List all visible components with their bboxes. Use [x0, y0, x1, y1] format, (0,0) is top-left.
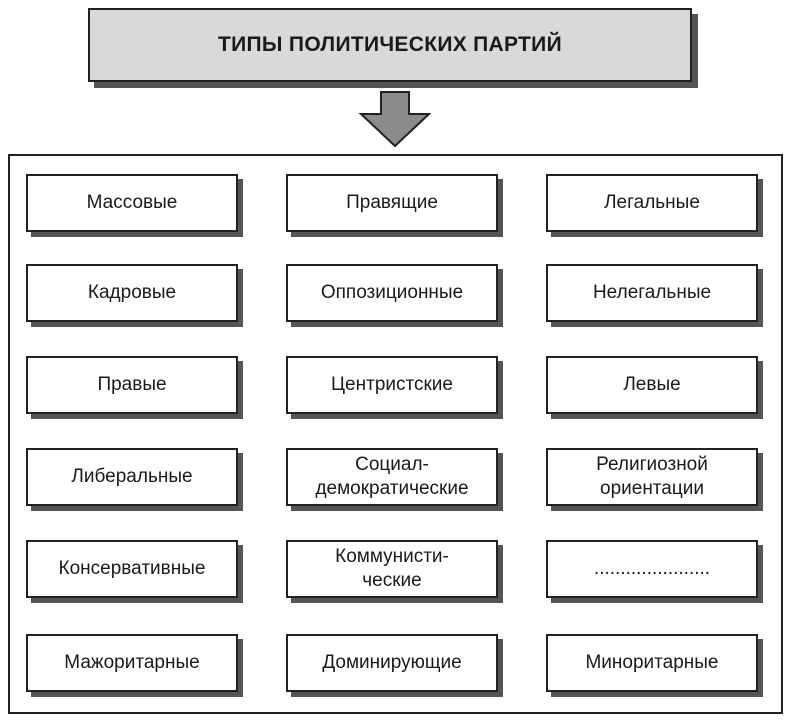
party-type-label: Оппозиционные — [320, 282, 464, 303]
party-type-box: Религиозной ориентации — [546, 448, 758, 506]
party-type-label: Коммунисти- ческие — [335, 546, 449, 591]
party-type-box: ...................... — [546, 540, 758, 598]
party-type-label: Нелегальные — [592, 282, 712, 303]
party-type-box: Социал- демократические — [286, 448, 498, 506]
party-type-label: Массовые — [86, 192, 178, 213]
party-type-label: Центристские — [331, 374, 453, 395]
party-type-label: Либеральные — [71, 466, 193, 487]
party-type-box: Миноритарные — [546, 634, 758, 692]
party-type-label: Социал- демократические — [315, 454, 469, 499]
party-type-label: Кадровые — [87, 282, 177, 303]
party-type-label: Миноритарные — [585, 652, 719, 673]
party-type-label: Религиозной ориентации — [596, 454, 708, 499]
party-type-box: Центристские — [286, 356, 498, 414]
party-type-box: Либеральные — [26, 448, 238, 506]
party-type-label: ...................... — [593, 558, 711, 579]
party-type-box: Нелегальные — [546, 264, 758, 322]
diagram-title-box: ТИПЫ ПОЛИТИЧЕСКИХ ПАРТИЙ — [88, 8, 692, 82]
party-type-label: Правые — [97, 374, 167, 395]
party-type-label: Доминирующие — [322, 652, 462, 673]
party-type-label: Мажоритарные — [64, 652, 200, 673]
party-type-box: Легальные — [546, 174, 758, 232]
diagram-title: ТИПЫ ПОЛИТИЧЕСКИХ ПАРТИЙ — [218, 33, 562, 56]
party-type-label: Легальные — [604, 192, 700, 213]
party-type-box: Кадровые — [26, 264, 238, 322]
party-type-box: Оппозиционные — [286, 264, 498, 322]
party-type-box: Правящие — [286, 174, 498, 232]
party-type-box: Правые — [26, 356, 238, 414]
party-type-box: Консервативные — [26, 540, 238, 598]
party-type-box: Мажоритарные — [26, 634, 238, 692]
party-type-box: Массовые — [26, 174, 238, 232]
party-type-label: Консервативные — [58, 558, 206, 579]
party-type-box: Доминирующие — [286, 634, 498, 692]
party-type-label: Правящие — [346, 192, 438, 213]
down-arrow-icon — [358, 91, 432, 148]
party-type-box: Левые — [546, 356, 758, 414]
party-type-label: Левые — [623, 374, 681, 395]
party-type-box: Коммунисти- ческие — [286, 540, 498, 598]
